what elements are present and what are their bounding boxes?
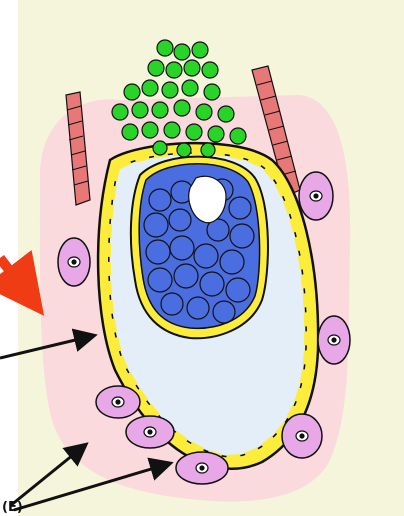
corner-label: (E) [2, 500, 32, 516]
oocyte-cell-mass [131, 157, 268, 339]
